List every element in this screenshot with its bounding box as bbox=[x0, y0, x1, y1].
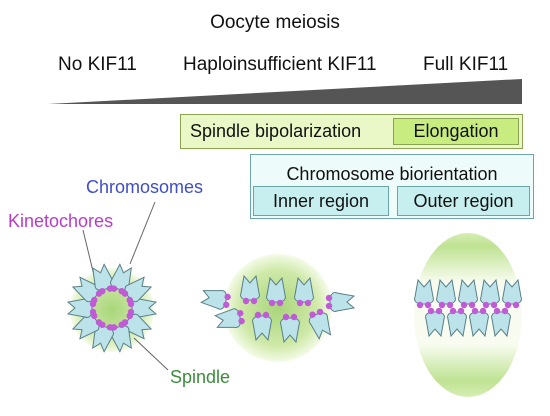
kinetochore-dot bbox=[482, 301, 490, 309]
inner-region-box: Inner region bbox=[253, 186, 389, 216]
chromosome-partially-aligned bbox=[252, 311, 272, 342]
chromosome-bioriented bbox=[425, 307, 445, 338]
kinetochore-dot bbox=[416, 301, 424, 309]
kinetochore-dot bbox=[504, 301, 512, 309]
chromosome-partially-aligned bbox=[214, 308, 245, 329]
kinetochore-dot bbox=[490, 301, 498, 309]
spindle-elongated bbox=[414, 233, 522, 397]
kinetochores-label: Kinetochores bbox=[8, 211, 114, 231]
chromosome-bioriented bbox=[469, 307, 489, 338]
kinetochore-dot bbox=[460, 301, 468, 309]
chromosome-layer bbox=[66, 263, 522, 353]
chromosome-monopolar bbox=[92, 321, 114, 353]
chromosome-partially-aligned bbox=[240, 274, 260, 305]
kinetochore-dot bbox=[126, 312, 133, 320]
chromosome-partially-aligned bbox=[308, 308, 332, 341]
kinetochore-dot bbox=[501, 307, 509, 315]
kinetochore-dot bbox=[95, 319, 103, 326]
spindle-label: Spindle bbox=[170, 367, 231, 387]
elongation-box: Elongation bbox=[393, 118, 519, 145]
kinetochore-dot bbox=[91, 296, 98, 304]
chromosomes-leader-line bbox=[129, 201, 156, 265]
outer-region-box: Outer region bbox=[397, 186, 530, 216]
kinetochore-dot bbox=[493, 307, 501, 315]
spindle-bipolarization-label: Spindle bipolarization bbox=[190, 121, 362, 141]
kinetochore-dot bbox=[316, 308, 324, 316]
kinetochore-dot bbox=[262, 311, 270, 319]
inner-region-label: Inner region bbox=[272, 190, 370, 211]
kinetochore-dot bbox=[435, 307, 443, 315]
condition-no-kif11: No KIF11 bbox=[58, 54, 137, 75]
kinetochore-dot bbox=[325, 294, 333, 302]
chromosome-partially-aligned bbox=[280, 313, 300, 344]
chromosome-monopolar bbox=[121, 276, 153, 304]
kinetochore-dot bbox=[290, 313, 298, 321]
kinetochore-dot bbox=[304, 299, 312, 307]
kinetochore-dot bbox=[471, 307, 479, 315]
elongation-label: Elongation bbox=[413, 121, 499, 141]
chromosome-partially-aligned bbox=[266, 276, 286, 307]
chromosome-monopolar bbox=[71, 276, 103, 304]
chromosome-biorientation-label: Chromosome biorientation bbox=[286, 164, 498, 184]
kinetochore-dot bbox=[268, 299, 276, 307]
kinetochore-dot bbox=[427, 307, 435, 315]
chromosome-partially-aligned bbox=[325, 292, 356, 312]
kinetochore-dot bbox=[126, 296, 133, 304]
kinetochore-dot bbox=[438, 301, 446, 309]
chromosome-bioriented bbox=[447, 307, 467, 338]
chromosome-bioriented bbox=[458, 278, 478, 309]
kinetochore-dot bbox=[296, 299, 304, 307]
chromosome-partially-aligned bbox=[294, 276, 314, 307]
kinetochore-dot bbox=[250, 297, 258, 305]
kinetochore-dot bbox=[89, 308, 97, 316]
kinetochore-dot bbox=[242, 297, 250, 305]
kinetochore-dot bbox=[110, 285, 118, 292]
chromosomes-label: Chromosomes bbox=[86, 177, 204, 197]
kinetochore-dot bbox=[224, 293, 231, 301]
kinetochore-dot bbox=[468, 301, 476, 309]
kinetochore-dot bbox=[309, 311, 316, 318]
kinetochore-dot bbox=[424, 301, 432, 309]
condition-haploinsufficient-kif11: Haploinsufficient KIF11 bbox=[183, 54, 377, 75]
kinetochore-dot bbox=[223, 301, 230, 309]
chromosome-partially-aligned bbox=[200, 289, 231, 310]
kinetochore-dot bbox=[282, 313, 290, 321]
kinetochore-dot bbox=[118, 321, 125, 329]
diagram-title: Oocyte meiosis bbox=[210, 12, 340, 33]
kinetochore-dot bbox=[276, 299, 284, 307]
chromosome-bioriented bbox=[502, 278, 522, 309]
kinetochore-dot bbox=[106, 324, 114, 331]
kinetochore-dot bbox=[446, 301, 454, 309]
chromosome-monopolar bbox=[110, 263, 132, 295]
kinetochore-dot bbox=[254, 311, 262, 319]
chromosome-bioriented bbox=[414, 278, 434, 309]
kinetochore-dot bbox=[238, 317, 245, 325]
outer-region-label: Outer region bbox=[413, 190, 514, 211]
kinetochore-dot bbox=[237, 309, 244, 317]
kinetochore-dot bbox=[479, 307, 487, 315]
spindle-round-medium bbox=[224, 254, 332, 362]
kif11-gradient-wedge bbox=[48, 79, 522, 104]
chromosome-bioriented bbox=[436, 278, 456, 309]
kinetochore-dot bbox=[457, 307, 465, 315]
kinetochore-dot bbox=[325, 302, 333, 310]
kinetochore-dot bbox=[99, 287, 106, 295]
kinetochore-dot bbox=[512, 301, 520, 309]
chromosome-bioriented bbox=[491, 307, 511, 338]
spindle-leader-line bbox=[133, 337, 169, 371]
kinetochore-dot bbox=[449, 307, 457, 315]
kinetochore-dot bbox=[121, 290, 129, 297]
condition-full-kif11: Full KIF11 bbox=[423, 54, 509, 75]
chromosome-bioriented bbox=[480, 278, 500, 309]
